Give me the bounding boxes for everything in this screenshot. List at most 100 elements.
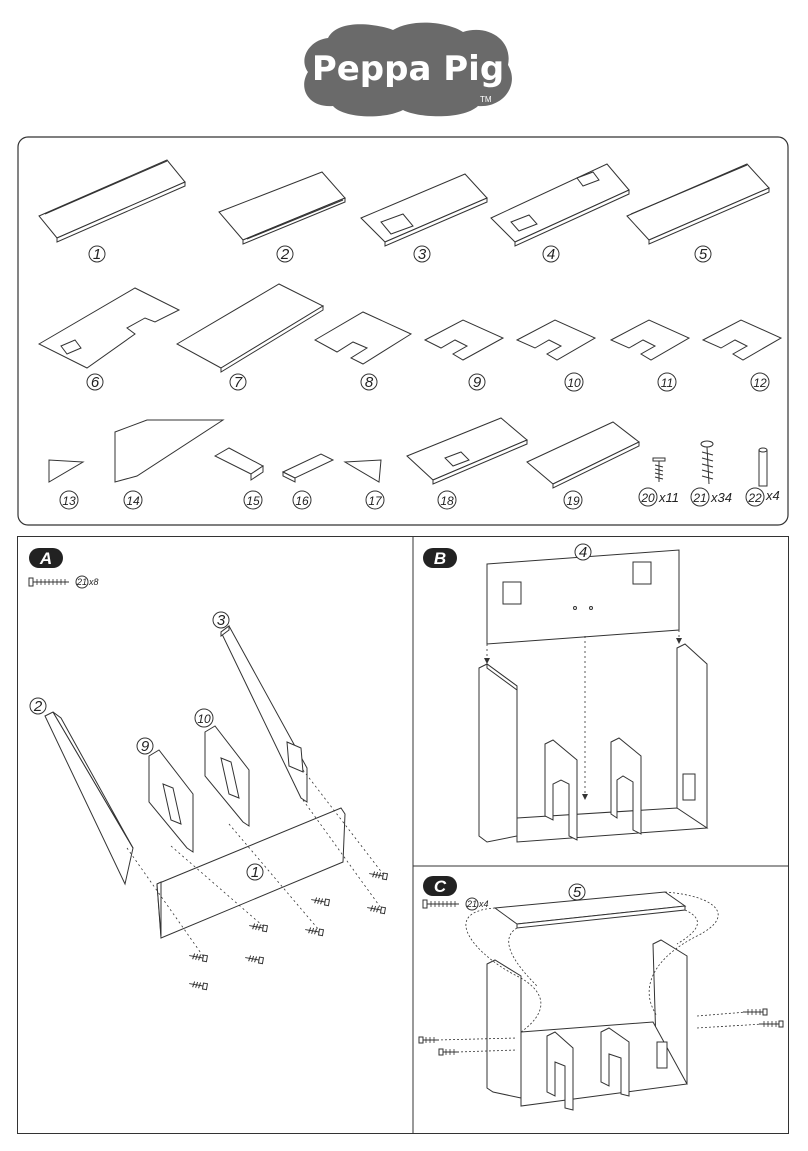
screw-20-icon (652, 457, 666, 482)
screw-icon (249, 923, 269, 933)
part-2-board (218, 171, 346, 245)
part-7-board (175, 283, 325, 373)
screws-c (418, 1008, 784, 1056)
part-number-19: 19 (563, 490, 583, 510)
svg-text:2: 2 (33, 698, 43, 715)
svg-text:11: 11 (661, 376, 673, 390)
svg-text:3: 3 (418, 246, 427, 263)
steps-area: A 21 x8 (17, 536, 789, 1134)
screw-icon (189, 981, 209, 991)
screw-icon (189, 953, 209, 963)
part-number-9: 9 (468, 373, 486, 391)
screw-21-icon (700, 440, 714, 485)
svg-text:10: 10 (197, 712, 211, 726)
svg-text:1: 1 (251, 864, 259, 881)
part-number-8: 8 (360, 373, 378, 391)
svg-text:2: 2 (280, 246, 290, 263)
part-number-3: 3 (413, 245, 431, 263)
svg-text:x34: x34 (710, 490, 732, 505)
svg-text:1: 1 (93, 246, 101, 263)
screw-icon (759, 1020, 784, 1028)
svg-text:4: 4 (579, 544, 587, 561)
part-10-board (515, 319, 597, 361)
svg-text:17: 17 (368, 494, 383, 508)
part-number-4: 4 (542, 245, 560, 263)
part-17-triangle (343, 459, 382, 483)
part-16-block (281, 453, 335, 483)
svg-text:18: 18 (440, 494, 454, 508)
svg-text:16: 16 (295, 494, 309, 508)
part-12-board (701, 319, 783, 361)
svg-text:5: 5 (573, 884, 582, 901)
part-3-board (360, 173, 488, 247)
svg-text:4: 4 (547, 246, 555, 263)
svg-text:10: 10 (567, 376, 581, 390)
svg-text:12: 12 (753, 376, 767, 390)
part-11-board (609, 319, 691, 361)
screw-icon (438, 1048, 459, 1056)
part-number-5: 5 (694, 245, 712, 263)
part-4-board (490, 163, 630, 247)
brand-logo: Peppa Pig TM (298, 10, 518, 122)
part-5-board (626, 163, 770, 245)
part-number-7: 7 (229, 373, 247, 391)
svg-text:8: 8 (365, 374, 374, 391)
svg-text:A: A (39, 549, 52, 568)
screw-icon (367, 905, 387, 915)
part-6-board (37, 287, 181, 369)
step-a: A 21 x8 (28, 548, 389, 991)
part-number-2: 2 (276, 245, 294, 263)
label-b-4: 4 (574, 543, 592, 561)
part-number-18: 18 (437, 490, 457, 510)
screw-icon (422, 899, 459, 909)
part-1-board (38, 159, 186, 243)
svg-text:21: 21 (466, 899, 477, 909)
part-numbers: 1 2 3 4 5 6 7 8 9 10 11 12 13 14 15 16 1… (59, 245, 780, 510)
part-number-1: 1 (88, 245, 106, 263)
svg-text:14: 14 (126, 494, 140, 508)
svg-text:x4: x4 (478, 899, 489, 909)
svg-text:x11: x11 (658, 490, 679, 505)
screw-icon (311, 897, 331, 907)
svg-text:22: 22 (747, 491, 762, 505)
label-a-9: 9 (136, 737, 154, 755)
svg-text:C: C (434, 877, 447, 896)
part-number-6: 6 (86, 373, 104, 391)
part-8-board (313, 311, 413, 365)
part-number-15: 15 (243, 490, 263, 510)
logo-cloud (304, 22, 512, 117)
svg-text:13: 13 (62, 494, 76, 508)
part-13-triangle (48, 459, 85, 483)
svg-text:20: 20 (640, 491, 655, 505)
step-b: B 4 (423, 543, 709, 843)
part-19-board (526, 421, 640, 489)
svg-text:21: 21 (76, 577, 87, 587)
logo-text: Peppa Pig (312, 49, 504, 89)
logo-tm: TM (480, 95, 492, 104)
svg-text:B: B (434, 549, 446, 568)
svg-text:6: 6 (91, 374, 100, 391)
label-a-10: 10 (194, 708, 214, 728)
part-18-board (406, 417, 528, 485)
part-14-board (114, 419, 225, 483)
screw-icon (369, 871, 389, 881)
part-9-board (423, 319, 505, 361)
part-number-10: 10 (564, 372, 584, 392)
screw-icon (743, 1008, 768, 1016)
box-frame (478, 663, 518, 843)
svg-text:7: 7 (234, 374, 243, 391)
part-number-14: 14 (123, 490, 143, 510)
svg-text:21: 21 (692, 491, 706, 505)
svg-text:19: 19 (566, 494, 580, 508)
hardware-label-22: 22 x4 (745, 487, 780, 507)
dowel-22-icon (758, 447, 768, 487)
svg-text:x8: x8 (88, 577, 99, 587)
box-frame-c (486, 959, 522, 1099)
divider-right-c (600, 1027, 630, 1097)
screw-icon (245, 955, 265, 965)
part-number-11: 11 (657, 372, 677, 392)
label-c-5: 5 (568, 883, 586, 901)
step-c: C 21 x4 (418, 876, 784, 1111)
svg-text:9: 9 (473, 374, 482, 391)
divider-left-c (546, 1031, 574, 1111)
